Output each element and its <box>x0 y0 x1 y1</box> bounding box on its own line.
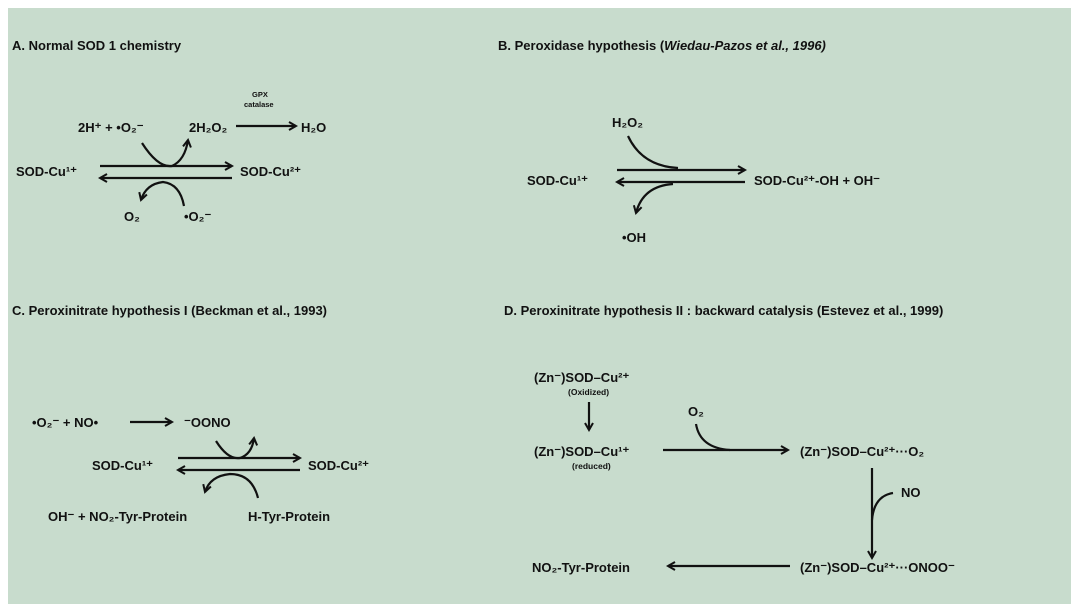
sod-cu1-label-b: SOD-Cu¹⁺ <box>527 173 588 188</box>
hydroxyl-radical-label: •OH <box>622 230 646 245</box>
nitrated-protein-label-d: NO₂-Tyr-Protein <box>532 560 630 575</box>
panel-c-title: C. Peroxinitrate hypothesis I (Beckman e… <box>12 303 327 318</box>
water-label: H₂O <box>301 120 326 135</box>
oxygen-label-d: O₂ <box>688 404 704 419</box>
nitric-oxide-label: NO <box>901 485 921 500</box>
peroxynitrite-complex-label: (Zn⁻)SOD–Cu²⁺···ONOO⁻ <box>800 560 955 575</box>
superoxo-complex-label: (Zn⁻)SOD–Cu²⁺···O₂ <box>800 444 924 459</box>
peroxynitrite-label-c: ⁻OONO <box>184 415 231 430</box>
sod-cu1-label-a: SOD-Cu¹⁺ <box>16 164 77 179</box>
panel-a: A. Normal SOD 1 chemistry 2H⁺ + •O₂⁻ 2H₂… <box>12 38 326 224</box>
oxygen-curve-arrow <box>694 423 731 452</box>
curved-arrow-top-a <box>141 140 188 168</box>
superoxide-label-a: •O₂⁻ <box>184 209 211 224</box>
panel-d-title: D. Peroxinitrate hypothesis II : backwar… <box>504 303 943 318</box>
panel-d: D. Peroxinitrate hypothesis II : backwar… <box>504 303 955 575</box>
curved-arrow-bottom-c <box>205 472 260 499</box>
reaction-diagram: A. Normal SOD 1 chemistry 2H⁺ + •O₂⁻ 2H₂… <box>12 38 955 575</box>
hydrogen-peroxide-label: 2H₂O₂ <box>189 120 228 135</box>
superoxide-protons-label: 2H⁺ + •O₂⁻ <box>78 120 144 135</box>
curved-arrow-bottom-a <box>141 180 186 207</box>
panel-b-title: B. Peroxidase hypothesis (Wiedau-Pazos e… <box>498 38 826 53</box>
panel-a-title: A. Normal SOD 1 chemistry <box>12 38 182 53</box>
curved-arrow-top-b <box>627 135 679 170</box>
reduced-sod-label: (Zn⁻)SOD–Cu¹⁺ <box>534 444 629 459</box>
oxygen-label-a: O₂ <box>124 209 140 224</box>
oxidized-sod-label: (Zn⁻)SOD–Cu²⁺ <box>534 370 629 385</box>
nitrated-protein-label-c: OH⁻ + NO₂-Tyr-Protein <box>48 509 187 524</box>
tyrosine-protein-label: H-Tyr-Protein <box>248 509 330 524</box>
panel-b: B. Peroxidase hypothesis (Wiedau-Pazos e… <box>498 38 880 245</box>
sod-cu2-label-a: SOD-Cu²⁺ <box>240 164 301 179</box>
diagram-panel: A. Normal SOD 1 chemistry 2H⁺ + •O₂⁻ 2H₂… <box>8 8 1071 604</box>
reduced-state-label: (reduced) <box>572 461 611 471</box>
nitric-oxide-curve-arrow <box>870 491 894 521</box>
oxidized-state-label: (Oxidized) <box>568 387 609 397</box>
hydrogen-peroxide-label-b: H₂O₂ <box>612 115 643 130</box>
panel-c: C. Peroxinitrate hypothesis I (Beckman e… <box>12 303 369 524</box>
curved-arrow-bottom-b <box>636 182 674 213</box>
catalase-label: catalase <box>244 100 274 109</box>
superoxide-nitric-oxide-label: •O₂⁻ + NO• <box>32 415 99 430</box>
curved-arrow-top-c <box>215 438 254 460</box>
sod-cu2-label-c: SOD-Cu²⁺ <box>308 458 369 473</box>
gpx-label: GPX <box>252 90 268 99</box>
sod-cu1-label-c: SOD-Cu¹⁺ <box>92 458 153 473</box>
sod-cu2-oh-label-b: SOD-Cu²⁺-OH + OH⁻ <box>754 173 880 188</box>
